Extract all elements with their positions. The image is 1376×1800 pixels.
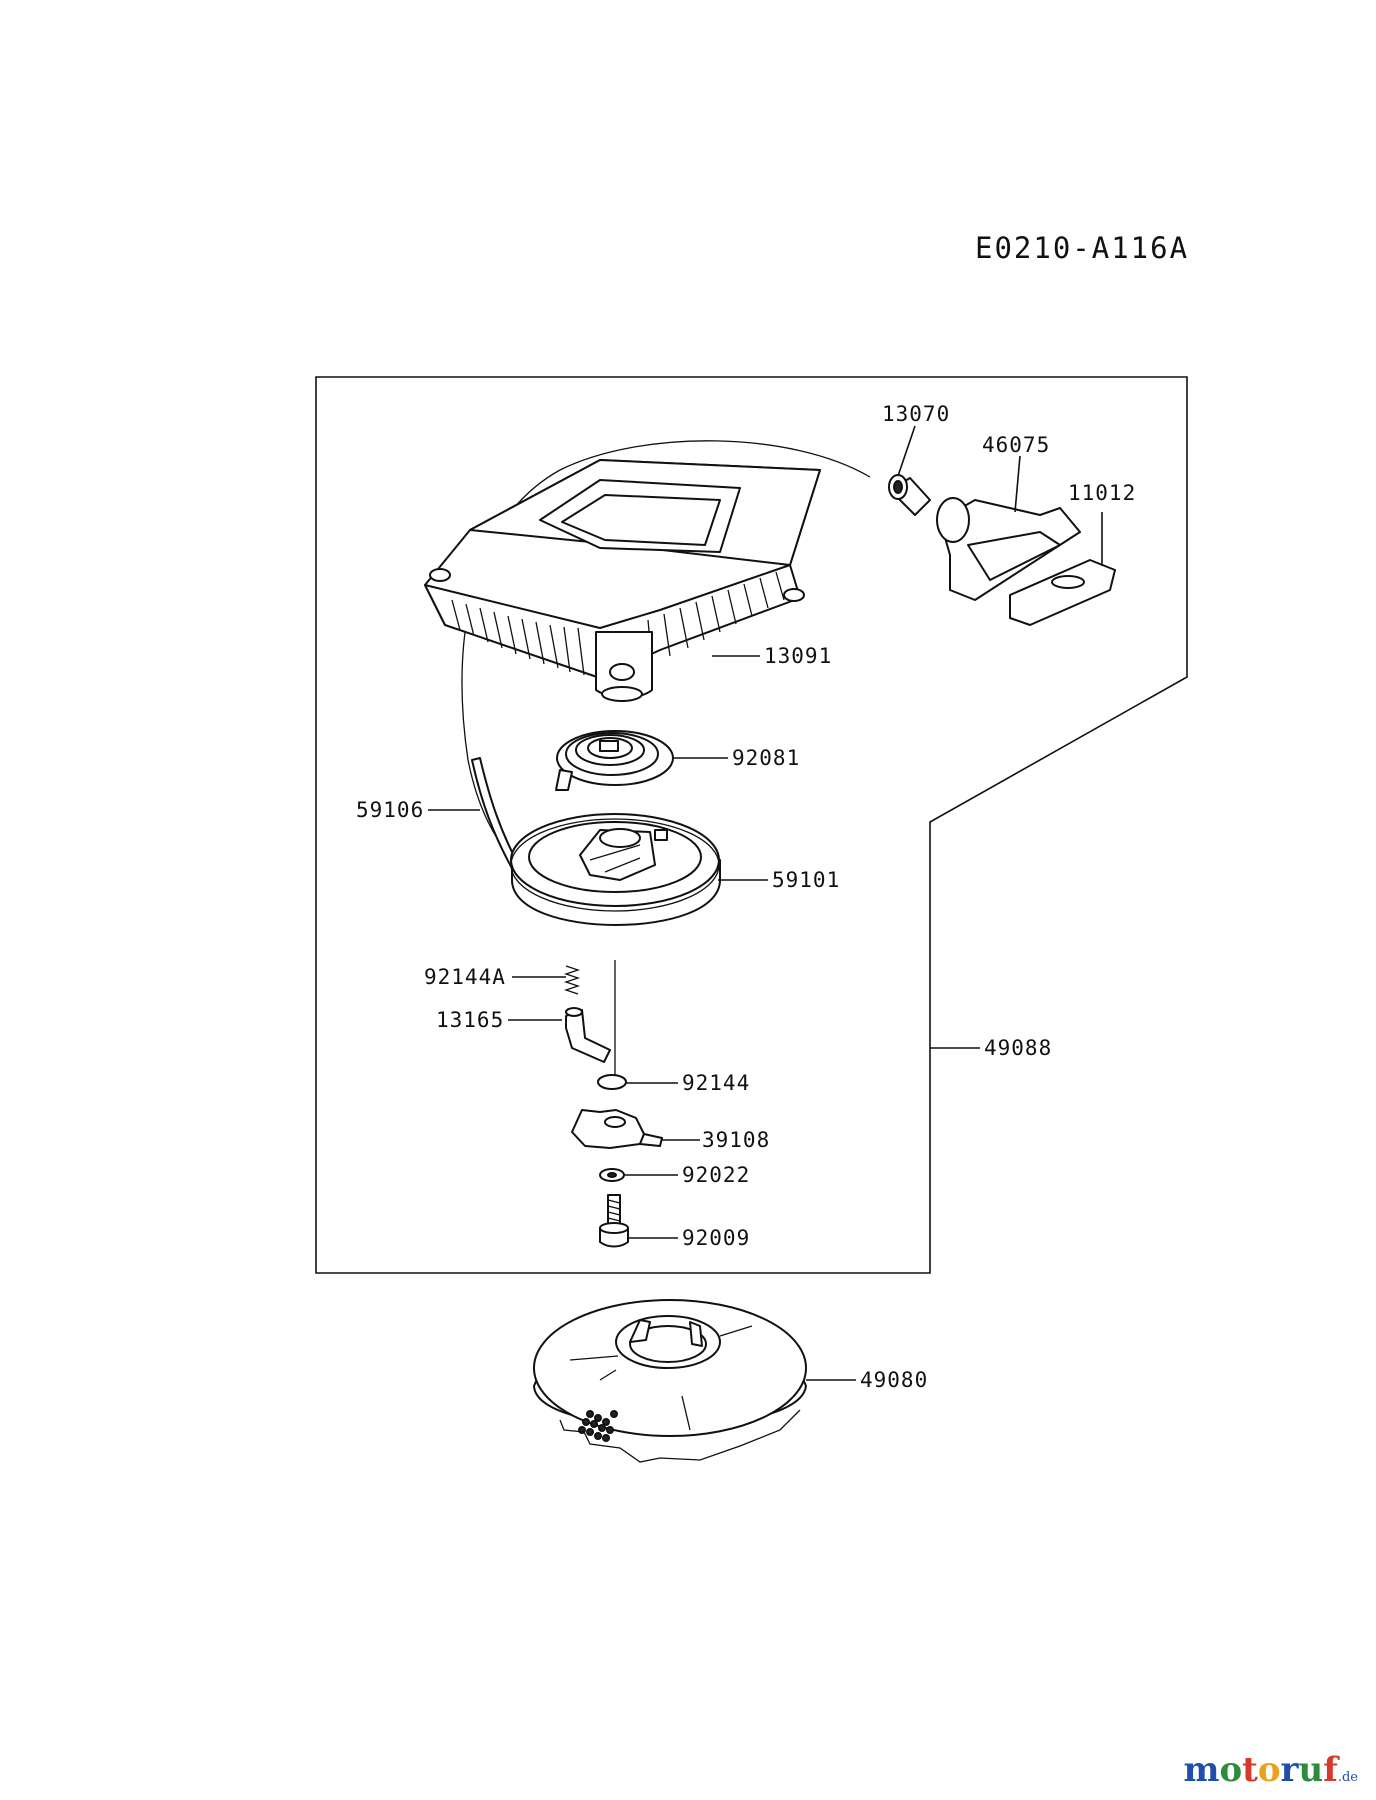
watermark-letter: o — [1219, 1750, 1243, 1790]
watermark-suffix: .de — [1337, 1770, 1358, 1785]
label-49088: 49088 — [984, 1036, 1052, 1060]
label-46075: 46075 — [982, 433, 1050, 457]
small-spring — [563, 965, 581, 995]
watermark-letter: f — [1323, 1750, 1338, 1790]
label-92009: 92009 — [682, 1226, 750, 1250]
starter-cup — [533, 1299, 807, 1463]
friction-plate — [571, 1109, 663, 1149]
label-13165: 13165 — [436, 1008, 504, 1032]
label-11012: 11012 — [1068, 481, 1136, 505]
watermark-letter: m — [1183, 1750, 1220, 1790]
watermark-logo: motoruf.de — [1183, 1750, 1358, 1790]
recoil-spring — [555, 730, 674, 791]
watermark-letter: r — [1280, 1750, 1299, 1790]
watermark-letter: t — [1242, 1750, 1258, 1790]
label-92081: 92081 — [732, 746, 800, 770]
washer-92022 — [599, 1168, 625, 1182]
assembly-outline — [315, 376, 1188, 1274]
label-59106: 59106 — [356, 798, 424, 822]
washer-92144 — [597, 1074, 627, 1090]
diagram-code: E0210-A116A — [975, 231, 1189, 265]
rope-reel — [510, 813, 721, 926]
leader-lines — [428, 425, 1103, 1381]
vent-holes — [578, 1410, 618, 1442]
rope-guide — [888, 474, 931, 516]
label-39108: 39108 — [702, 1128, 770, 1152]
label-13091: 13091 — [764, 644, 832, 668]
handle-grip — [1009, 559, 1116, 626]
pawl — [565, 1007, 611, 1063]
label-92144A: 92144A — [424, 965, 506, 989]
bolt — [599, 1194, 629, 1248]
watermark-letter: o — [1257, 1750, 1281, 1790]
label-59101: 59101 — [772, 868, 840, 892]
starter-cover-housing — [424, 459, 821, 702]
label-92144: 92144 — [682, 1071, 750, 1095]
starter-handle — [936, 497, 1081, 601]
watermark-letter: u — [1298, 1750, 1324, 1790]
label-49080: 49080 — [860, 1368, 928, 1392]
label-92022: 92022 — [682, 1163, 750, 1187]
label-13070: 13070 — [882, 402, 950, 426]
